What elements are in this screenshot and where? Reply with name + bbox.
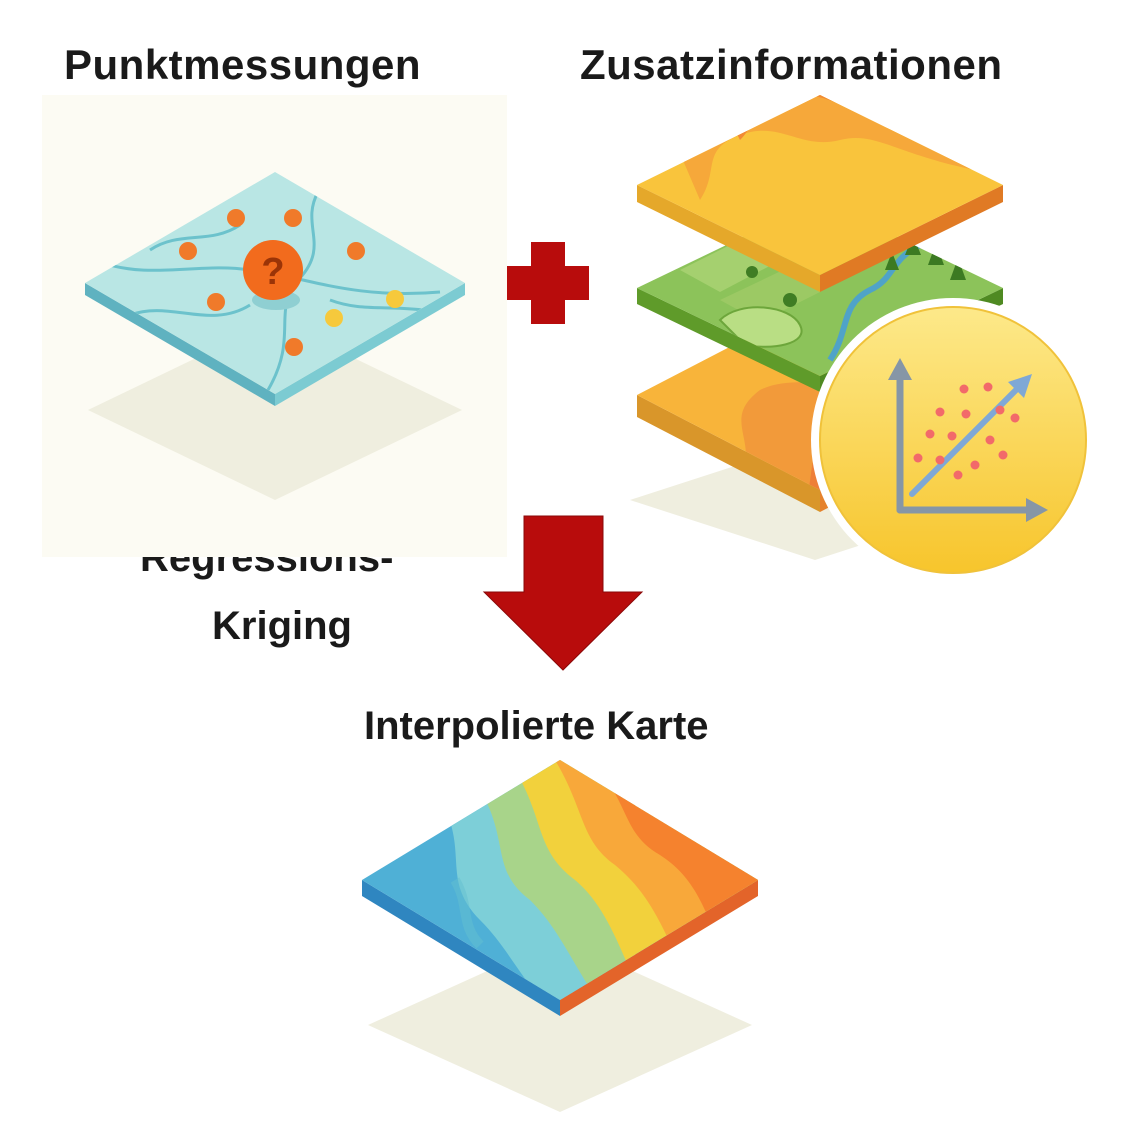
measurement-point: [325, 309, 343, 327]
question-mark-icon: ?: [261, 251, 284, 293]
additional-info-stack: [630, 95, 1095, 582]
measurement-point: [227, 209, 245, 227]
arrow-down-icon: [482, 515, 644, 671]
tile-edge-left: [85, 283, 275, 406]
layer-heat: [637, 95, 1003, 292]
measurement-point: [347, 242, 365, 260]
title-punktmessungen: Punktmessungen: [64, 41, 422, 88]
method-label-line-2: Kriging: [212, 604, 352, 648]
interpolated-map-tile: [362, 760, 758, 1112]
measurement-point: [386, 290, 404, 308]
title-zusatzinformationen: Zusatzinformationen: [580, 41, 1003, 88]
measurement-point: [207, 293, 225, 311]
tile-edge-right: [275, 283, 465, 406]
result-shadow: [368, 938, 752, 1112]
result-edge-left: [362, 880, 560, 1016]
point-measurements-tile: ?: [42, 95, 507, 557]
result-edge-right: [560, 880, 758, 1016]
title-interpolierte-karte: Interpolierte Karte: [364, 704, 709, 748]
scatter-regression-icon: [811, 298, 1095, 582]
measurement-point: [285, 338, 303, 356]
plus-icon: [507, 242, 589, 324]
unknown-location-marker: [243, 240, 303, 300]
tile-shadow: [88, 320, 462, 500]
measurement-point: [284, 209, 302, 227]
measurement-point: [179, 242, 197, 260]
